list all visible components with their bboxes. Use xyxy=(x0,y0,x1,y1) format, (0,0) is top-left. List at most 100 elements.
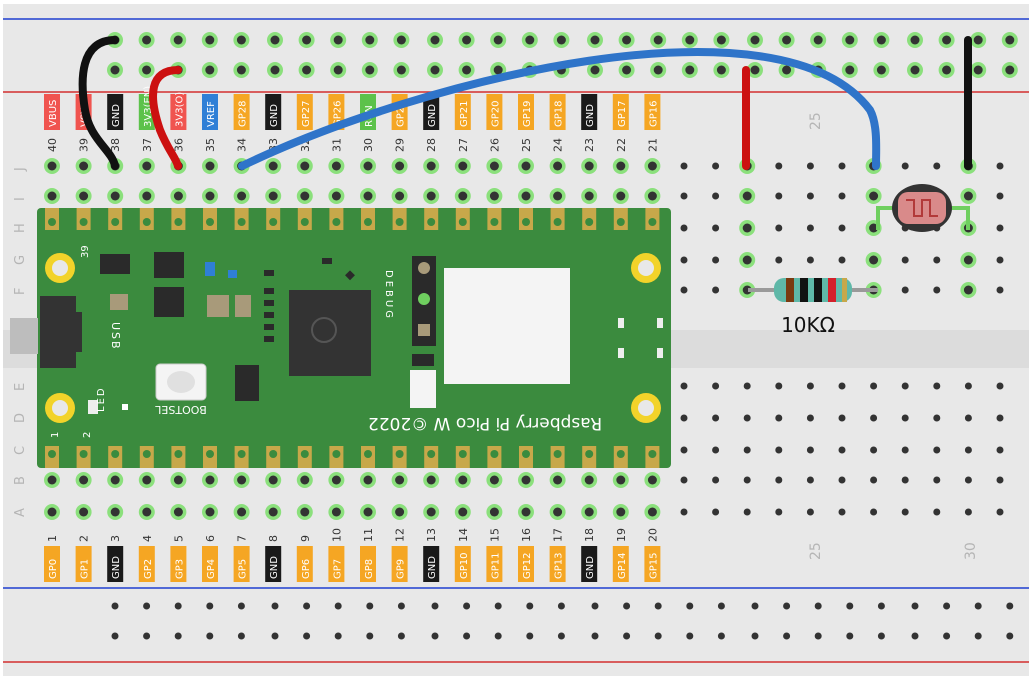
terminal-hole xyxy=(712,192,720,200)
rail-hole xyxy=(910,65,920,75)
terminal-hole xyxy=(584,507,594,517)
terminal-hole xyxy=(806,382,814,390)
terminal-hole xyxy=(268,161,278,171)
top-pin-tag xyxy=(423,94,440,130)
top-pin-number: 24 xyxy=(552,138,565,152)
rp2040-chip xyxy=(289,290,371,376)
rail-hole xyxy=(654,602,662,610)
terminal-hole xyxy=(680,192,688,200)
terminal-hole xyxy=(806,508,814,516)
rail-hole xyxy=(206,602,214,610)
bottom-pin-name: GP0 xyxy=(48,559,59,579)
bottom-pin-number: 5 xyxy=(172,535,185,542)
terminal-hole xyxy=(838,162,846,170)
terminal-hole xyxy=(996,382,1004,390)
terminal-hole xyxy=(901,508,909,516)
rail-hole xyxy=(173,35,183,45)
bottom-pin-number: 1 xyxy=(46,535,59,542)
terminal-hole xyxy=(838,446,846,454)
rail-hole xyxy=(557,602,565,610)
raspberry-logo-icon xyxy=(311,317,337,343)
usb-port xyxy=(40,296,82,368)
rail-hole xyxy=(111,632,119,640)
rail-hole xyxy=(877,632,885,640)
capacitor xyxy=(110,294,128,310)
row-letter: F xyxy=(13,288,28,295)
rail-hole xyxy=(111,602,119,610)
terminal-hole xyxy=(743,414,751,422)
rail-hole xyxy=(782,65,792,75)
terminal-hole xyxy=(742,191,752,201)
rail-hole xyxy=(463,602,471,610)
terminal-hole xyxy=(933,382,941,390)
rail-hole xyxy=(397,602,405,610)
terminal-hole xyxy=(712,508,720,516)
top-pin-number: 21 xyxy=(646,138,659,152)
smd-part xyxy=(205,262,215,276)
top-pin-name: 3V3(EN) xyxy=(143,86,154,127)
bottom-pin-tag xyxy=(107,546,124,582)
rail-hole xyxy=(110,65,120,75)
terminal-hole xyxy=(79,475,89,485)
top-pin-tag xyxy=(233,94,250,130)
rail-hole xyxy=(302,35,312,45)
terminal-hole xyxy=(268,191,278,201)
terminal-hole xyxy=(743,382,751,390)
board-title: Raspberry Pi Pico W ©2022 xyxy=(368,413,602,433)
bottom-pin-name: GND xyxy=(585,556,596,579)
rail-hole xyxy=(397,632,405,640)
top-pin-number: 37 xyxy=(141,138,154,152)
terminal-hole xyxy=(806,446,814,454)
terminal-hole xyxy=(79,161,89,171)
terminal-hole xyxy=(742,255,752,265)
rail-hole xyxy=(430,35,440,45)
terminal-hole xyxy=(584,191,594,201)
rail-hole xyxy=(782,35,792,45)
bottom-pin-tag xyxy=(423,546,440,582)
terminal-hole xyxy=(616,475,626,485)
top-pin-name: GP27 xyxy=(301,100,312,127)
chip xyxy=(154,252,184,278)
row-letter: J xyxy=(13,167,28,172)
rail-hole xyxy=(334,632,342,640)
terminal-hole xyxy=(237,191,247,201)
terminal-hole xyxy=(426,161,436,171)
terminal-hole xyxy=(901,446,909,454)
terminal-hole xyxy=(712,286,720,294)
terminal-hole xyxy=(426,191,436,201)
bottom-pin-tag xyxy=(328,546,345,582)
terminal-hole xyxy=(553,475,563,485)
terminal-hole xyxy=(933,286,941,294)
terminal-hole xyxy=(331,475,341,485)
usb-connector xyxy=(10,318,38,354)
bottom-pin-tag xyxy=(170,546,187,582)
rail-hole xyxy=(590,35,600,45)
top-pin-number: 40 xyxy=(46,138,59,152)
top-pin-number: 30 xyxy=(362,138,375,152)
terminal-hole xyxy=(806,224,814,232)
terminal-hole xyxy=(616,507,626,517)
rail-hole xyxy=(270,65,280,75)
terminal-hole xyxy=(901,414,909,422)
terminal-hole xyxy=(553,507,563,517)
terminal-hole xyxy=(173,507,183,517)
terminal-hole xyxy=(838,476,846,484)
row-letter: D xyxy=(13,413,28,423)
terminal-hole xyxy=(363,475,373,485)
top-pin-tag xyxy=(202,94,218,130)
rail-hole xyxy=(431,632,439,640)
top-pin-name: GND xyxy=(111,104,122,127)
terminal-hole xyxy=(647,161,657,171)
terminal-hole xyxy=(458,507,468,517)
terminal-hole xyxy=(712,414,720,422)
bottom-pin-number: 2 xyxy=(78,535,91,542)
terminal-hole xyxy=(426,475,436,485)
row-letter: G xyxy=(13,255,28,265)
rail-hole xyxy=(365,65,375,75)
rail-hole xyxy=(271,602,279,610)
rail-hole xyxy=(526,632,534,640)
terminal-hole xyxy=(869,223,879,233)
rail-hole xyxy=(236,65,246,75)
terminal-hole xyxy=(869,255,879,265)
